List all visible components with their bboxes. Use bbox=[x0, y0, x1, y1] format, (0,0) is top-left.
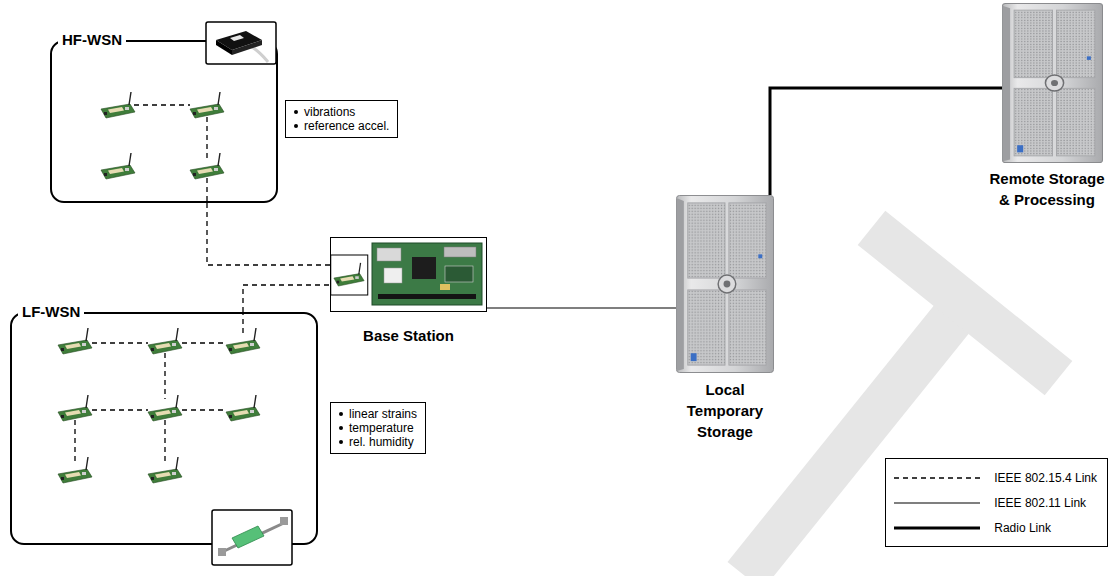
accelerometer-icon-part bbox=[206, 22, 276, 64]
base-station-board-part bbox=[372, 243, 482, 305]
legend-text: IEEE 802.15.4 Link bbox=[994, 471, 1097, 485]
legend-line bbox=[894, 502, 980, 503]
mesh-links-part bbox=[164, 353, 165, 399]
sensor-motes-part bbox=[58, 457, 92, 483]
sensor-motes-part bbox=[226, 328, 260, 354]
watermark-stroke bbox=[858, 211, 1073, 396]
note-item: rel. humidity bbox=[337, 435, 417, 449]
strain-gauge-icon-part bbox=[280, 517, 288, 525]
strain-gauge-icon-part bbox=[218, 548, 226, 556]
node-label: Base Station bbox=[363, 325, 454, 346]
network-region: LF-WSN bbox=[10, 312, 318, 545]
mesh-links-part bbox=[92, 342, 148, 343]
legend-row: IEEE 802.15.4 Link bbox=[894, 465, 1097, 490]
accelerometer-icon bbox=[206, 22, 276, 64]
mesh-links-part bbox=[182, 409, 226, 410]
note-item: temperature bbox=[337, 421, 417, 435]
sensor-motes-part bbox=[148, 395, 182, 421]
sensor-motes-part bbox=[101, 153, 135, 179]
note-item: linear strains bbox=[337, 407, 417, 421]
mesh-links-part bbox=[242, 313, 243, 333]
mesh-links-part bbox=[134, 104, 190, 105]
base-station-board-part bbox=[444, 247, 476, 257]
server-unit: Remote Storage & Processing bbox=[1002, 3, 1103, 163]
strain-gauge-icon-part bbox=[220, 522, 286, 553]
server-picture bbox=[676, 195, 774, 373]
note-item: vibrations bbox=[292, 105, 389, 119]
accelerometer-icon-part bbox=[232, 40, 262, 55]
mesh-links bbox=[75, 105, 243, 461]
region-title: HF-WSN bbox=[58, 31, 126, 49]
legend-row: IEEE 802.11 Link bbox=[894, 490, 1097, 515]
node-label: Remote Storage & Processing bbox=[986, 168, 1108, 210]
base-station-board-part bbox=[384, 268, 402, 283]
server-picture-part bbox=[1003, 3, 1103, 162]
region-title: LF-WSN bbox=[18, 303, 84, 321]
accelerometer-icon-part bbox=[216, 40, 232, 55]
sensor-motes bbox=[58, 92, 260, 483]
sensor-motes-part bbox=[101, 92, 135, 118]
mesh-links-part bbox=[182, 342, 226, 343]
legend-line bbox=[894, 526, 980, 529]
strain-gauge-icon bbox=[212, 510, 292, 565]
legend-box: IEEE 802.15.4 LinkIEEE 802.11 LinkRadio … bbox=[885, 458, 1108, 547]
legend-line bbox=[894, 477, 980, 478]
sensor-motes-part bbox=[148, 457, 182, 483]
link-connector bbox=[207, 203, 330, 265]
legend-line-sample bbox=[894, 498, 980, 508]
sensor-motes-part bbox=[148, 328, 182, 354]
base-station-board-part bbox=[377, 248, 401, 261]
base-station-board-part bbox=[378, 294, 476, 299]
base-station-board-part bbox=[412, 257, 436, 279]
note-item: reference accel. bbox=[292, 119, 389, 133]
link-connector bbox=[770, 88, 1002, 195]
base-station-board-part bbox=[334, 263, 364, 286]
legend-text: Radio Link bbox=[994, 521, 1051, 535]
strain-gauge-icon-part bbox=[212, 510, 292, 565]
sensor-motes-part bbox=[226, 395, 260, 421]
link-connector bbox=[243, 285, 330, 312]
server-picture-part bbox=[676, 195, 773, 372]
legend-row: Radio Link bbox=[894, 515, 1097, 540]
sensor-motes-part bbox=[58, 328, 92, 354]
sensor-motes-part bbox=[58, 395, 92, 421]
accelerometer-icon-part bbox=[250, 46, 268, 62]
base-station-box: Base Station bbox=[330, 237, 487, 312]
mesh-links-part bbox=[92, 409, 148, 410]
mesh-links-part bbox=[164, 420, 165, 461]
base-station-board-part bbox=[331, 255, 368, 295]
network-region: HF-WSN bbox=[50, 40, 278, 203]
mesh-links-part bbox=[74, 420, 75, 461]
mesh-links-part bbox=[206, 178, 207, 203]
link-connector bbox=[487, 307, 676, 308]
sensor-motes-part bbox=[190, 92, 224, 118]
base-station-board bbox=[331, 243, 482, 305]
base-station-board-part bbox=[445, 266, 473, 282]
base-station-board-part bbox=[440, 284, 450, 290]
note-box: vibrationsreference accel. bbox=[285, 100, 398, 138]
mesh-links-part bbox=[206, 117, 207, 158]
note-box: linear strainstemperaturerel. humidity bbox=[330, 402, 426, 454]
legend-line-sample bbox=[894, 523, 980, 533]
sensor-motes-part bbox=[190, 153, 224, 179]
node-label: Local Temporary Storage bbox=[675, 379, 775, 442]
legend-text: IEEE 802.11 Link bbox=[994, 496, 1086, 510]
server-picture bbox=[1002, 3, 1103, 163]
server-unit: Local Temporary Storage bbox=[676, 195, 774, 373]
legend-line-sample bbox=[894, 473, 980, 483]
